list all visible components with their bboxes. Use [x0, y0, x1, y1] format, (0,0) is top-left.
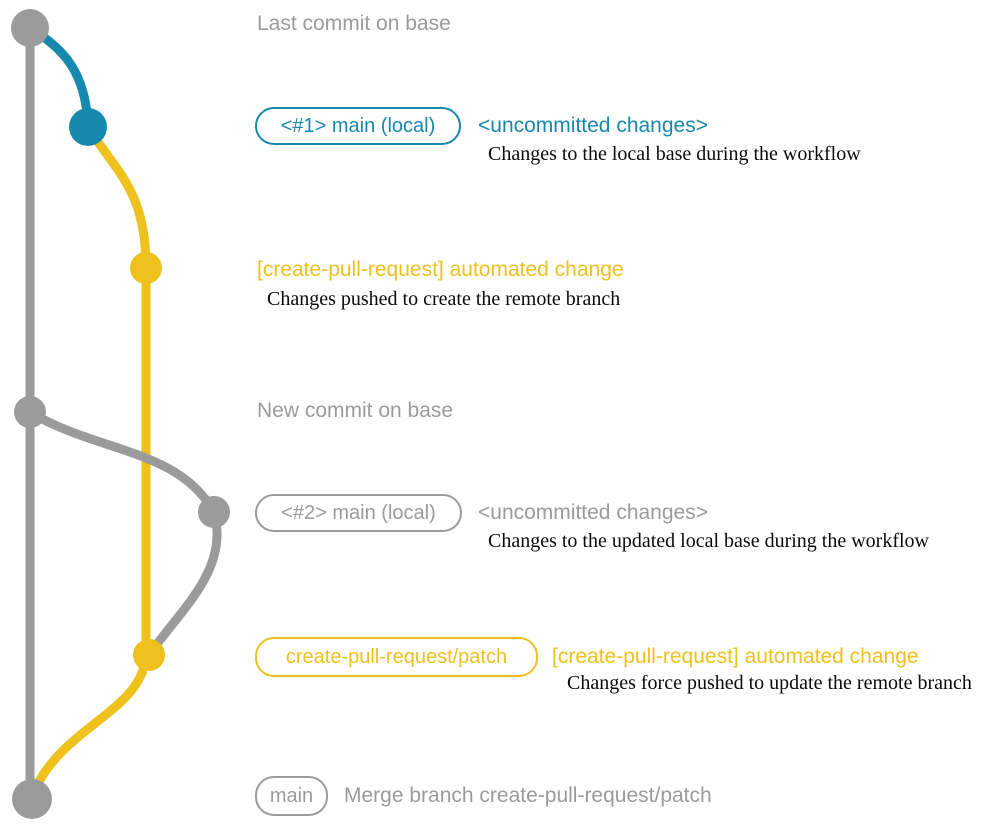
commit-graph [11, 9, 230, 819]
branch-badge-main-local-1: <#1> main (local) [255, 107, 461, 145]
commit-label-new-base: New commit on base [257, 399, 454, 422]
commit-description-uncommitted-1: Changes to the local base during the wor… [488, 143, 861, 165]
commit-heading-uncommitted-2: <uncommitted changes> [478, 501, 708, 524]
commit-heading-automated-1: [create-pull-request] automated change [257, 258, 624, 281]
commit-description-automated-2: Changes force pushed to update the remot… [567, 672, 972, 694]
updated-base-branch-line [27, 408, 222, 658]
create-pull-request-branch-line [27, 124, 151, 799]
commit-description-automated-1: Changes pushed to create the remote bran… [267, 288, 621, 310]
commit-node-new-base [14, 396, 46, 428]
commit-message-merge: Merge branch create-pull-request/patch [344, 784, 712, 807]
commit-heading-uncommitted-1: <uncommitted changes> [478, 114, 708, 137]
commit-heading-automated-2: [create-pull-request] automated change [552, 645, 919, 668]
commit-node-local-2 [198, 496, 230, 528]
commit-node-merge [12, 779, 52, 819]
commit-label-last-base: Last commit on base [257, 12, 451, 35]
commit-node-automated-2 [133, 639, 165, 671]
commit-description-uncommitted-2: Changes to the updated local base during… [488, 530, 929, 552]
branch-badge-main: main [255, 776, 328, 816]
commit-node-last-base [11, 9, 49, 47]
branch-badge-create-pull-request-patch: create-pull-request/patch [255, 637, 538, 677]
commit-node-local-1 [69, 108, 107, 146]
commit-node-automated-1 [130, 252, 162, 284]
branch-badge-main-local-2: <#2> main (local) [255, 494, 462, 532]
